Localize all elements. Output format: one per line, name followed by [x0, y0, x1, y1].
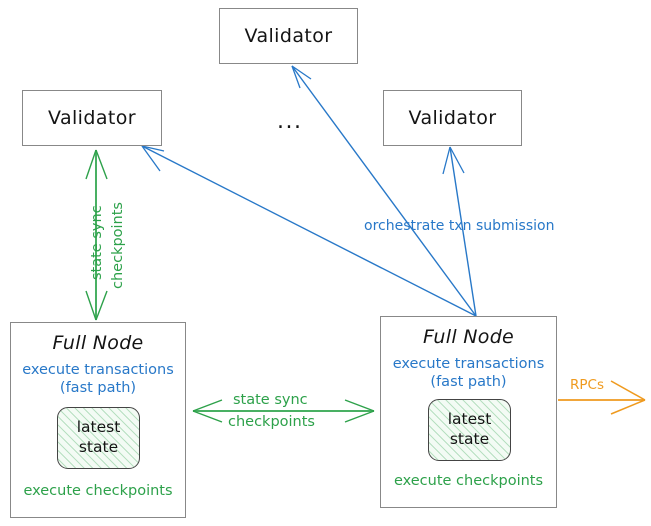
fullnode-left-latest-state[interactable]: latest state [57, 407, 140, 469]
fullnode-right-blue-line-2: (fast path) [430, 374, 507, 391]
validator-left-box[interactable]: Validator [22, 90, 162, 146]
fullnode-left-blue-line-1: execute transactions [22, 362, 174, 378]
fullnode-right-green-footer: execute checkpoints [393, 473, 544, 489]
fullnode-right-box[interactable]: Full Node execute transactions (fast pat… [380, 316, 557, 508]
fullnode-left-latest-state-line-2: state [78, 438, 119, 456]
validator-right-box[interactable]: Validator [383, 90, 522, 146]
fullnode-right-blue-text: execute transactions (fast path) [393, 355, 545, 391]
state-sync-horizontal-label-line2: checkpoints [228, 414, 315, 430]
validator-ellipsis: ... [277, 109, 303, 134]
state-sync-horizontal-label-line1: state sync [233, 392, 308, 408]
state-sync-vertical-label-line2: checkpoints [110, 202, 126, 289]
rpcs-label: RPCs [570, 377, 604, 393]
fullnode-right-latest-state-line-1: latest [447, 410, 492, 429]
fullnode-right-title: Full Node [422, 326, 515, 348]
fullnode-left-latest-state-line-1: latest [76, 418, 121, 437]
validator-top-box[interactable]: Validator [219, 8, 358, 64]
fullnode-left-blue-text: execute transactions (fast path) [22, 361, 174, 397]
validator-top-label: Validator [244, 25, 333, 47]
validator-right-label: Validator [408, 107, 497, 129]
state-sync-vertical-label-line1: state sync [89, 205, 105, 280]
validator-left-label: Validator [48, 107, 136, 129]
fullnode-left-title: Full Node [52, 332, 144, 354]
fullnode-right-blue-line-1: execute transactions [392, 356, 545, 372]
fullnode-right-latest-state[interactable]: latest state [428, 399, 511, 461]
fullnode-left-blue-line-2: (fast path) [59, 380, 137, 397]
fullnode-left-box[interactable]: Full Node execute transactions (fast pat… [10, 322, 186, 518]
fullnode-right-latest-state-line-2: state [449, 430, 490, 448]
orchestrate-txn-submission-label: orchestrate txn submission [364, 218, 555, 234]
fullnode-left-green-footer: execute checkpoints [23, 483, 173, 499]
